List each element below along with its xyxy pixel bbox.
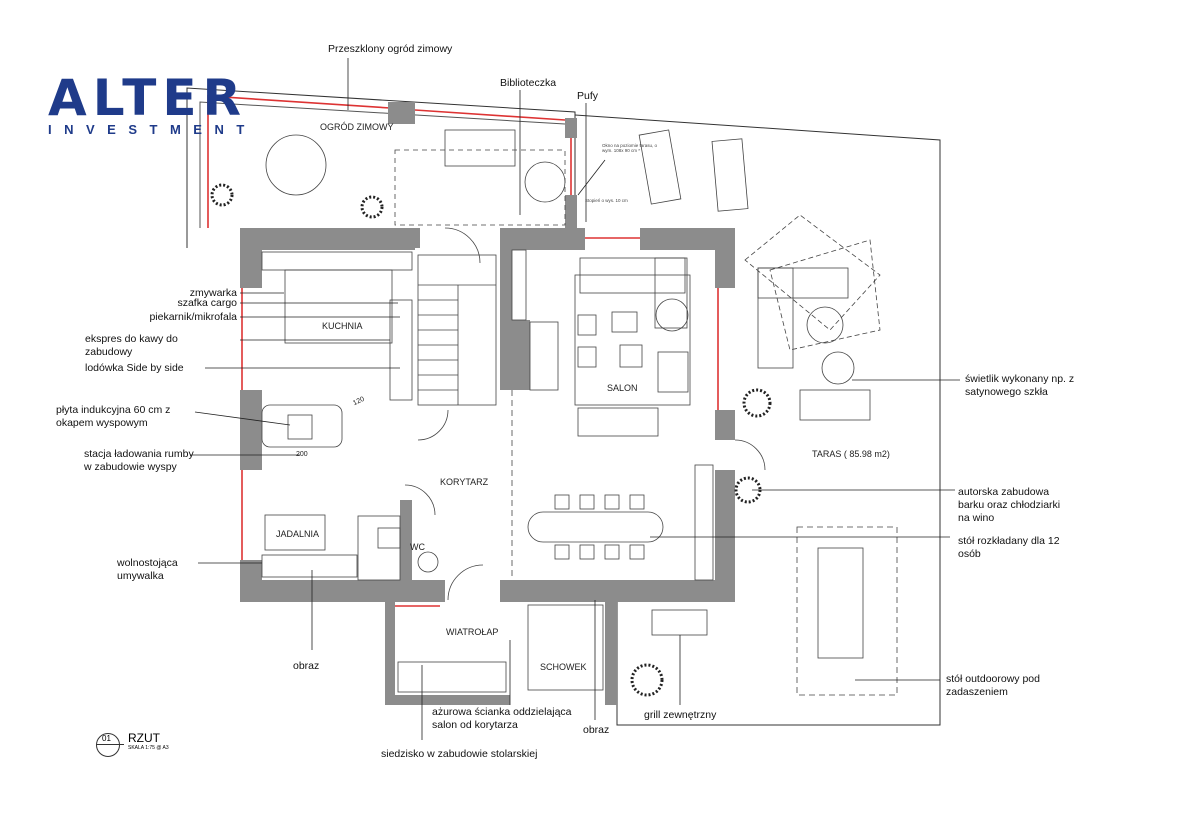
label-piekarnik: piekarnik/mikrofala xyxy=(149,311,237,323)
room-ogrod: OGRÓD ZIMOWY xyxy=(320,122,394,132)
room-wc: WC xyxy=(410,542,425,552)
label-plyta: płyta indukcyjna 60 cm z okapem wyspowym xyxy=(56,404,171,429)
room-korytarz: KORYTARZ xyxy=(440,477,489,487)
logo-subtitle: INVESTMENT xyxy=(48,122,257,137)
dining-chairs xyxy=(554,494,645,560)
label-stopien: Stopień o wys. 10 cm xyxy=(585,198,628,203)
label-stol: stół rozkładany dla 12 osób xyxy=(958,535,1060,560)
label-grill: grill zewnętrzny xyxy=(644,709,717,721)
label-pufy: Pufy xyxy=(577,90,599,102)
label-barek: autorska zabudowa barku oraz chłodziarki… xyxy=(958,486,1061,524)
stamp-number: 01 xyxy=(102,734,111,743)
dining-table xyxy=(527,511,664,543)
winter-garden-outline xyxy=(186,87,576,248)
label-siedzisko: siedzisko w zabudowie stolarskiej xyxy=(381,748,538,760)
label-lodowka: lodówka Side by side xyxy=(85,362,184,374)
room-taras: TARAS ( 85.98 m2) xyxy=(812,449,890,459)
label-biblioteczka: Biblioteczka xyxy=(500,77,557,89)
label-ekspres: ekspres do kawy do zabudowy xyxy=(85,333,178,358)
label-umywalka: wolnostojąca umywalka xyxy=(117,557,178,582)
room-kuchnia: KUCHNIA xyxy=(322,321,363,331)
room-schowek: SCHOWEK xyxy=(540,662,587,672)
label-ogrod: Przeszklony ogród zimowy xyxy=(328,43,453,55)
room-wiatrolap: WIATROŁAP xyxy=(446,627,499,637)
label-scianka: ażurowa ścianka oddzielająca salon od ko… xyxy=(432,706,572,731)
room-salon: SALON xyxy=(607,383,638,393)
label-obraz-2: obraz xyxy=(583,724,610,736)
label-zmywarka: zmywarka xyxy=(189,287,237,299)
walls xyxy=(240,102,735,705)
stamp-scale: SKALA 1:75 @ A3 xyxy=(128,745,169,751)
label-outdoor: stół outdoorowy pod zadaszeniem xyxy=(946,673,1040,698)
dim-200: 200 xyxy=(296,451,308,458)
plants xyxy=(210,183,772,697)
label-szafka: szafka cargo xyxy=(177,297,237,309)
stamp-title: RZUT xyxy=(128,731,160,745)
logo-wordmark: ALTER xyxy=(48,69,248,127)
label-stacja: stacja ładowania rumby w zabudowie wyspy xyxy=(84,448,194,473)
round-table xyxy=(265,134,327,196)
room-jadalnia: JADALNIA xyxy=(276,529,320,539)
logo: ALTER INVESTMENT xyxy=(48,69,257,137)
label-okno: Okno na poziomie tarasu, o wym. 108x 90 … xyxy=(602,143,658,153)
label-swietlik: świetlik wykonany np. z satynowego szkła xyxy=(965,373,1075,398)
terrace-outline xyxy=(574,114,941,726)
label-obraz-1: obraz xyxy=(293,660,320,672)
